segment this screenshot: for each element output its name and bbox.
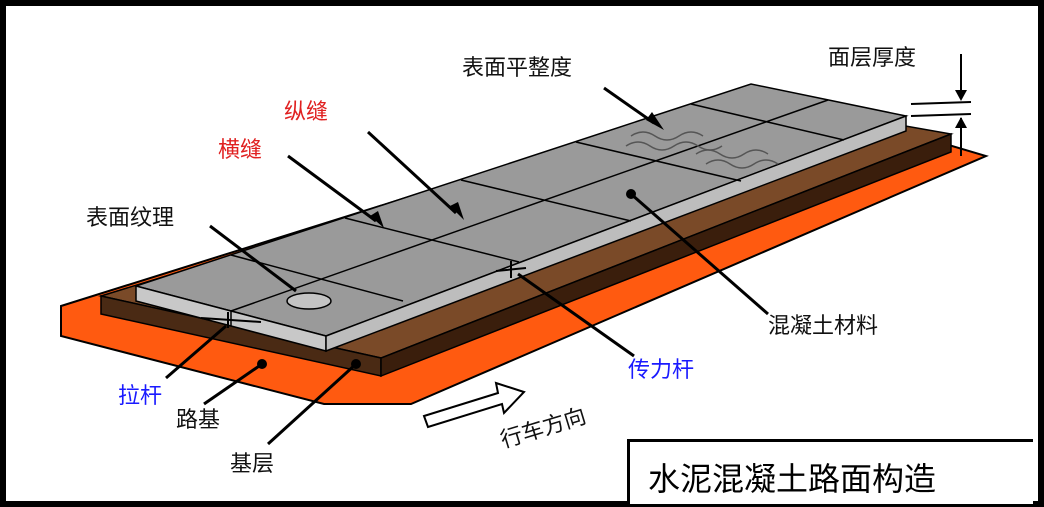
diagram-title: 水泥混凝土路面构造	[648, 460, 937, 498]
longitudinal-joint-line	[230, 99, 829, 312]
label-surface-texture: 表面纹理	[86, 206, 175, 231]
dowel-bar-symbol	[495, 261, 527, 278]
label-dowel-bar: 传力杆	[628, 358, 695, 383]
direction-arrow	[422, 381, 526, 429]
label-layer-thickness: 面层厚度	[828, 46, 917, 71]
concrete-slab-side	[325, 114, 907, 353]
label-base-layer: 基层	[230, 452, 275, 477]
label-surface-flatness: 表面平整度	[462, 56, 573, 81]
pavement-drawing	[60, 54, 989, 446]
tie-bar-symbol	[200, 312, 262, 328]
title-box: 水泥混凝土路面构造	[627, 439, 1033, 504]
flatness-squiggles	[625, 131, 779, 169]
label-longitudinal-joint: 纵缝	[284, 100, 329, 125]
base-layer-side	[380, 132, 952, 378]
label-subgrade: 路基	[176, 408, 221, 433]
label-transverse-joint: 横缝	[218, 138, 263, 163]
label-tie-bar: 拉杆	[118, 384, 163, 409]
leader-tips	[257, 112, 664, 369]
transverse-joint-lines	[230, 103, 845, 302]
surface-texture-mark	[286, 292, 332, 310]
label-concrete-material: 混凝土材料	[768, 314, 879, 339]
diagram-canvas: 表面平整度 面层厚度 纵缝 横缝 表面纹理 混凝土材料 传力杆 拉杆 路基 基层…	[6, 6, 1038, 504]
leader-lines	[165, 86, 769, 446]
